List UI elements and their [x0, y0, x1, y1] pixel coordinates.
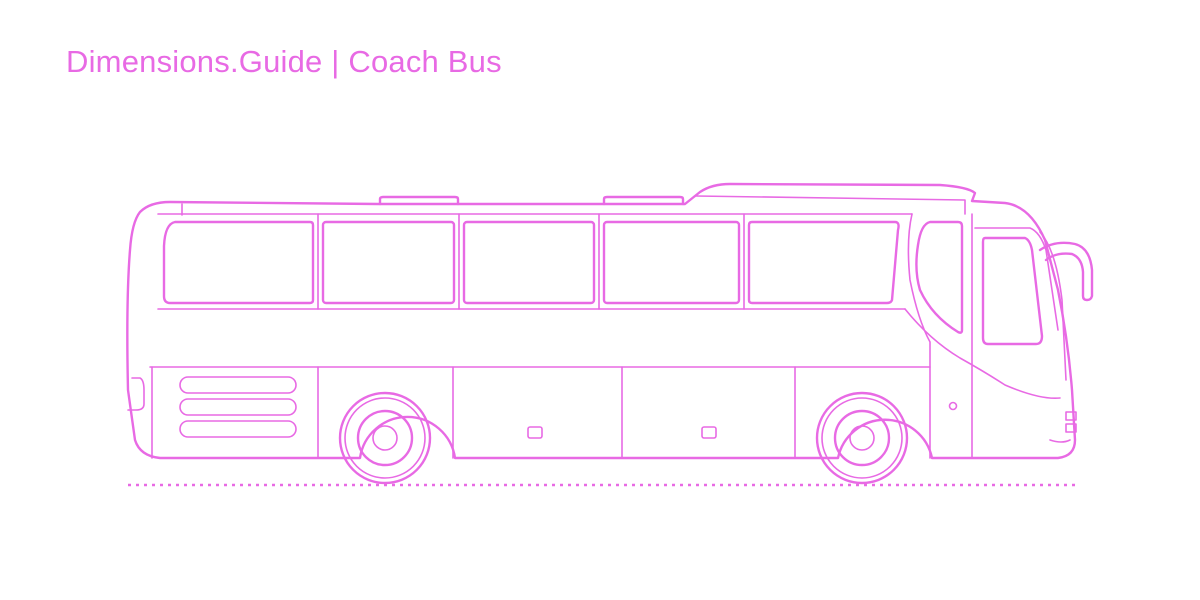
side-window-3 — [462, 220, 596, 305]
window-pillars — [317, 213, 745, 310]
page-title: Dimensions.Guide | Coach Bus — [66, 44, 502, 80]
roof-hatch-rear — [602, 195, 685, 206]
rear-window — [162, 220, 315, 305]
bus-outline — [126, 182, 1077, 460]
luggage-handle-1 — [527, 426, 543, 439]
front-wheel — [815, 391, 909, 485]
bus-body — [126, 182, 1094, 460]
front-headlights — [1049, 411, 1077, 443]
side-window-5 — [747, 220, 900, 305]
front-frame — [974, 227, 1067, 381]
roof-hatch-front — [378, 195, 460, 206]
belt-line — [149, 308, 1061, 400]
rear-bumper — [127, 366, 153, 459]
side-window-2 — [321, 220, 456, 305]
rear-wheel — [338, 391, 432, 485]
subject-name: Coach Bus — [348, 44, 502, 79]
luggage-handle-2 — [701, 426, 717, 439]
engine-grille-slot-2 — [179, 398, 297, 416]
roof-edge — [181, 195, 966, 216]
title-separator: | — [322, 44, 349, 79]
luggage-panel-dividers — [317, 366, 796, 459]
side-mirror — [1038, 241, 1094, 302]
door-window — [915, 220, 964, 334]
front-windshield — [981, 236, 1044, 346]
brand-name: Dimensions.Guide — [66, 44, 323, 79]
door-handle — [948, 401, 958, 411]
side-window-4 — [602, 220, 741, 305]
engine-grille-slot-3 — [179, 420, 297, 438]
engine-grille-slot-1 — [179, 376, 297, 394]
